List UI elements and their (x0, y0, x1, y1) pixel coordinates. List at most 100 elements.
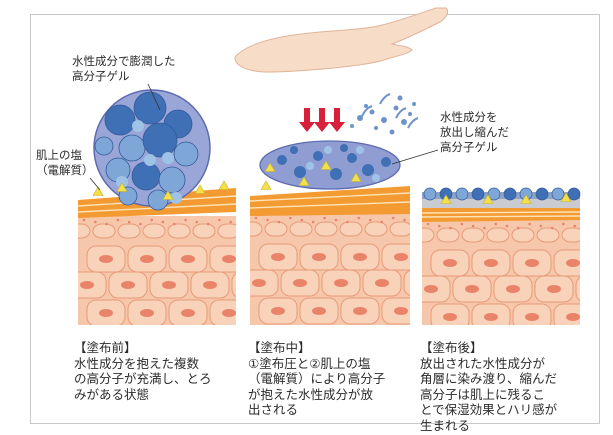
cell-nucleus (394, 307, 408, 315)
gel-particle (290, 146, 298, 154)
gel-particle (143, 123, 177, 157)
cell-nucleus (293, 279, 307, 287)
surface-gel-particle (504, 188, 516, 200)
granule (83, 219, 86, 222)
skin-layer-before (68, 216, 270, 354)
water-particle (162, 152, 174, 164)
granule (380, 221, 383, 224)
swollen-polymer-callout: 水性成分で膨潤した 高分子ゲル (72, 54, 176, 84)
granule (289, 217, 292, 220)
caption-body: 放出された水性成分が 角層に染み渡り、縮んだ 高分子は肌上に残るこ とで保湿効果… (420, 356, 588, 434)
gel-particle (95, 137, 113, 155)
cell-nucleus (484, 313, 498, 321)
cell-nucleus (465, 285, 479, 293)
droplet (370, 110, 375, 115)
granule (162, 221, 165, 224)
gel-particle (159, 167, 185, 193)
granule (551, 227, 554, 230)
cell-nucleus (443, 259, 457, 267)
granule (196, 221, 199, 224)
shrunk-polymer-gel (260, 141, 438, 189)
skin-cell (462, 228, 484, 242)
cell-nucleus (424, 285, 438, 293)
granule (184, 219, 187, 222)
granule (128, 221, 131, 224)
skin-cell (290, 222, 312, 236)
gel-particle (134, 92, 166, 124)
skin-cell (587, 228, 609, 242)
granule (229, 221, 232, 224)
granule (278, 221, 281, 224)
water-droplets (350, 94, 418, 135)
granule (312, 221, 315, 224)
callout-line: （電解質） (36, 163, 94, 177)
skin-cell (487, 228, 509, 242)
water-particle (144, 154, 156, 166)
granule (392, 217, 395, 220)
granule (358, 217, 361, 220)
surface-gel-particle (424, 188, 436, 200)
cell-nucleus (99, 309, 113, 317)
gel-particle (330, 168, 342, 180)
granule (218, 219, 221, 222)
cell-nucleus (312, 253, 326, 261)
granule (540, 225, 543, 228)
gel-particle (340, 144, 348, 152)
callout-line: 肌上の塩 (36, 148, 82, 162)
caption-body: 水性成分を抱えた複数 の高分子が充満し、とろ みがある状態 (74, 356, 242, 403)
skin-cell (437, 228, 459, 242)
gel-particle (294, 166, 306, 178)
skin-layer-after (412, 220, 613, 358)
gel-particle (362, 164, 374, 176)
caption-title: 【塗布前】 (74, 340, 242, 356)
cell-nucleus (203, 281, 217, 289)
cell-nucleus (394, 253, 408, 261)
cell-nucleus (181, 255, 195, 263)
cell-nucleus (252, 279, 266, 287)
droplet (390, 130, 395, 135)
caption-after: 【塗布後】 放出された水性成分が 角層に染み渡り、縮んだ 高分子は肌上に残るこ … (420, 340, 588, 433)
shrunk-polymer-callout: 水性成分を 放出し縮んだ 高分子ゲル (440, 110, 509, 155)
skin-cell (512, 228, 534, 242)
hand-icon (235, 8, 448, 72)
stratum-corneum-after (422, 206, 580, 222)
skin-cell (193, 224, 215, 238)
salt-callout-line (90, 178, 100, 190)
granule (346, 221, 349, 224)
droplet (381, 117, 387, 123)
granule (494, 223, 497, 226)
cell-nucleus (506, 285, 520, 293)
gel-particle (347, 153, 357, 163)
cell-nucleus (353, 253, 367, 261)
callout-line: 高分子ゲル (72, 69, 130, 83)
cell-nucleus (80, 281, 94, 289)
cell-nucleus (140, 255, 154, 263)
cell-nucleus (99, 255, 113, 263)
granule (506, 225, 509, 228)
cell-nucleus (566, 259, 580, 267)
granule (117, 219, 120, 222)
skin-cell (218, 224, 240, 238)
cell-nucleus (222, 255, 236, 263)
skin-cell (412, 228, 434, 242)
skin-cell (168, 224, 190, 238)
skin-cell (562, 228, 584, 242)
skin-cell (537, 228, 559, 242)
granule (150, 219, 153, 222)
granule (255, 217, 258, 220)
skin-layer-during (240, 214, 442, 352)
surface-gel-particle (472, 188, 484, 200)
skin-cell (390, 222, 412, 236)
granule (207, 223, 210, 226)
skin-cell (240, 222, 262, 236)
gel-particle (313, 151, 323, 161)
callout-line: 高分子ゲル (440, 140, 498, 154)
caption-title: 【塗布中】 (248, 340, 416, 356)
granule (573, 225, 576, 228)
skin-cell (93, 224, 115, 238)
cell-nucleus (484, 259, 498, 267)
granule (449, 227, 452, 230)
cell-nucleus (588, 341, 602, 349)
cell-nucleus (375, 279, 389, 287)
